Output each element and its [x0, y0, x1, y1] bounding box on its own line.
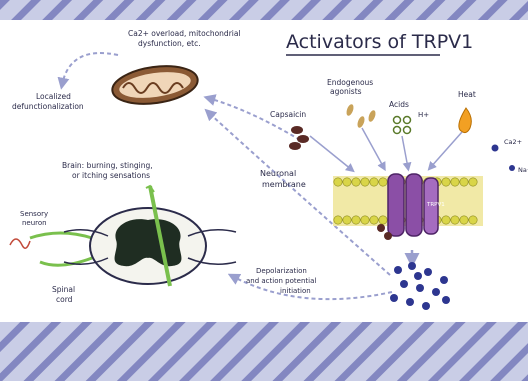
- ion-dot-icon: [394, 266, 402, 274]
- arrow-heat: [430, 132, 462, 168]
- arrow-mito-to-localized: [62, 53, 118, 85]
- lipid-head-icon: [334, 178, 342, 186]
- lipid-head-icon: [451, 178, 459, 186]
- arrow-agonists: [362, 128, 384, 168]
- ion-dot-icon: [414, 272, 422, 280]
- arrow-channel-to-mito: [208, 98, 300, 140]
- acids-ion-label: H+: [418, 111, 429, 119]
- mito-effect-label: Ca2+ overload, mitochondrial: [128, 29, 241, 38]
- lipid-head-icon: [361, 216, 369, 224]
- lipid-head-icon: [352, 178, 360, 186]
- arrow-acids: [402, 136, 408, 168]
- lipid-head-icon: [451, 216, 459, 224]
- ion-dot-icon: [390, 294, 398, 302]
- ion-dot-icon: [440, 276, 448, 284]
- trpv1-label: TRPV1: [426, 202, 445, 208]
- capsaicin-molecules: [289, 126, 309, 150]
- capsaicin-label: Capsaicin: [270, 110, 306, 119]
- ca-ion-label: Ca2+: [504, 138, 522, 146]
- brain-sensation-label: Brain: burning, stinging,: [62, 161, 153, 170]
- lipid-head-icon: [379, 216, 387, 224]
- endogenous-label: Endogenous: [327, 78, 373, 87]
- diagram-title: Activators of TRPV1: [286, 31, 473, 53]
- ca-ion-icons: [492, 145, 516, 172]
- arrow-capsaicin: [310, 136, 352, 170]
- ion-dot-icon: [432, 288, 440, 296]
- neuronal-membrane-label: Neuronal: [260, 169, 296, 178]
- lipid-head-icon: [370, 178, 378, 186]
- na-ion-label: Na+: [518, 166, 528, 174]
- ion-dot-icon: [406, 298, 414, 306]
- heat-label: Heat: [458, 90, 476, 99]
- lipid-head-icon: [343, 178, 351, 186]
- ion-dot-icon: [424, 268, 432, 276]
- localized-label-2: defunctionalization: [12, 102, 84, 111]
- bottom-striped-border: [0, 322, 528, 381]
- lipid-head-icon: [460, 178, 468, 186]
- lipid-head-icon: [334, 216, 342, 224]
- depolarization-label-3: initiation: [280, 287, 311, 295]
- depolarization-label-2: and action potential: [246, 277, 316, 285]
- spinal-cord-label-2: cord: [56, 295, 73, 304]
- lipid-head-icon: [442, 178, 450, 186]
- mitochondrion: [110, 61, 200, 109]
- sensory-neuron-label-2: neuron: [22, 219, 47, 227]
- lipid-head-icon: [352, 216, 360, 224]
- localized-label: Localized: [36, 92, 71, 101]
- top-striped-border: [0, 0, 528, 20]
- ion-dot-icon: [442, 296, 450, 304]
- ion-dot-icon: [422, 302, 430, 310]
- lipid-head-icon: [370, 216, 378, 224]
- lipid-head-icon: [361, 178, 369, 186]
- ion-dot-icon: [400, 280, 408, 288]
- acids-label: Acids: [389, 100, 409, 109]
- lipid-head-icon: [343, 216, 351, 224]
- lipid-head-icon: [442, 216, 450, 224]
- action-potential-trace-icon: [10, 239, 30, 248]
- depolarization-label: Depolarization: [256, 267, 307, 275]
- mito-effect-label-2: dysfunction, etc.: [138, 39, 201, 48]
- lipid-head-icon: [379, 178, 387, 186]
- ion-dot-icon: [408, 262, 416, 270]
- brain-sensation-label-2: or itching sensations: [72, 171, 150, 180]
- sensory-neuron-label: Sensory: [20, 210, 48, 218]
- heat-flame-icon: [459, 108, 471, 133]
- endogenous-label-2: agonists: [330, 87, 362, 96]
- spinal-cord-label: Spinal: [52, 285, 75, 294]
- lipid-head-icon: [469, 178, 477, 186]
- acid-molecules: [394, 117, 411, 134]
- lipid-head-icon: [469, 216, 477, 224]
- spinal-cord-cross-section: [64, 208, 236, 284]
- sensory-neuron-fiber: [30, 233, 92, 238]
- ion-dot-icon: [416, 284, 424, 292]
- lipid-head-icon: [460, 216, 468, 224]
- neuronal-membrane-label-2: membrane: [262, 180, 306, 189]
- ion-cluster: [390, 262, 450, 310]
- endogenous-agonist-molecules: [345, 103, 377, 128]
